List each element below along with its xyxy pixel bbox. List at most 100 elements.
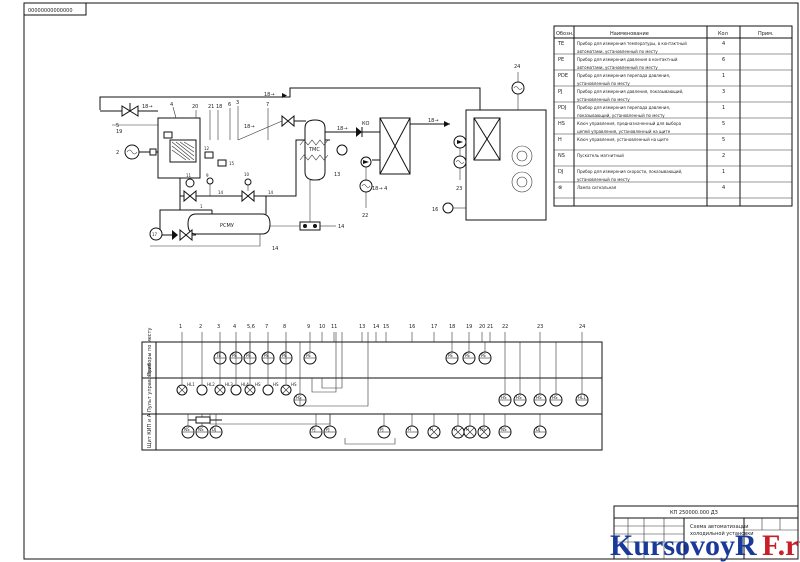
column-number: 1 xyxy=(179,324,182,330)
num-18: 18 xyxy=(216,104,222,110)
header-note: Прим. xyxy=(758,31,774,37)
console-device: HS xyxy=(498,342,512,407)
device-code: HL2 xyxy=(207,382,215,387)
instrument-code: PE xyxy=(306,353,311,358)
field-instrument: PE xyxy=(445,342,459,365)
row-qty: 3 xyxy=(722,89,725,95)
console-device: HS xyxy=(262,342,279,396)
cabinet-device: H xyxy=(451,414,465,439)
column-number: 13 xyxy=(359,324,365,330)
num-2: 2 xyxy=(116,150,119,156)
column-number: 16 xyxy=(409,324,415,330)
column-number: 17 xyxy=(431,324,437,330)
row-name: автоматами, установленный по месту xyxy=(577,49,658,54)
device-code: DJ xyxy=(212,427,216,432)
num-14b: 14 xyxy=(268,190,274,195)
row-code: PE xyxy=(558,57,564,63)
device-code: NS xyxy=(198,427,204,432)
cabinet-device: H xyxy=(405,414,419,439)
row-code: DJ xyxy=(558,169,563,175)
automation-column: 8 xyxy=(283,324,287,342)
instrument-code: TE xyxy=(215,353,221,358)
row-name: Ключ управления, установленный на щите xyxy=(577,137,669,142)
cabinet-device: PJ xyxy=(377,414,391,439)
device-code: HL1 xyxy=(187,382,195,387)
automation-column: 17 xyxy=(431,324,437,342)
num-4: 4 xyxy=(170,102,173,108)
row-qty: 5 xyxy=(722,121,725,127)
doc-code: КП 250000.000 ДЗ xyxy=(670,510,718,516)
console-device: HL1 xyxy=(176,342,195,396)
cabinet-device: H xyxy=(427,414,441,439)
row-name: Пускатель магнитный xyxy=(577,153,624,158)
instrument-code: PE xyxy=(481,353,486,358)
device-code: HS xyxy=(501,395,507,400)
label-18a: 18→ xyxy=(264,92,275,98)
num-11: 11 xyxy=(186,173,192,178)
row-qty: 1 xyxy=(722,169,725,175)
console-device: HS xyxy=(293,342,307,407)
watermark: KursovoyR F.ru xyxy=(610,529,800,562)
device-code: H xyxy=(466,427,469,432)
column-number: 22 xyxy=(502,324,508,330)
num-7: 7 xyxy=(266,102,269,108)
column-number: 23 xyxy=(537,324,543,330)
label-18e: 18→ 4 xyxy=(372,186,387,192)
cabinet-device: NS xyxy=(181,414,195,439)
row-name: Прибор для измерения давления в контактн… xyxy=(577,57,678,62)
instrument-code: PE xyxy=(465,353,470,358)
cabinet-device: DJ xyxy=(533,414,547,439)
valve-mid-1 xyxy=(183,189,197,203)
device-code: NS xyxy=(480,427,486,432)
num-1: 1 xyxy=(200,204,203,209)
automation-column: 22 xyxy=(502,324,508,342)
automation-column: 24 xyxy=(579,324,585,342)
device-code: PJ xyxy=(312,427,316,432)
row-name: установленный по месту xyxy=(577,177,630,182)
table-frame xyxy=(553,25,793,207)
instrument-code: PE xyxy=(246,353,251,358)
valve-vessel-in xyxy=(281,114,295,128)
automation-column: 1 xyxy=(179,324,183,342)
row-name: Прибор для измерения перепада давления, xyxy=(577,105,670,110)
row-code: PJ xyxy=(558,89,563,95)
device-code: NS xyxy=(184,427,190,432)
cabinet-device: NS xyxy=(498,414,512,439)
row-qty: 5 xyxy=(722,137,725,143)
device-code: PJ xyxy=(326,427,330,432)
column-number: 2 xyxy=(199,324,202,330)
num-3: 3 xyxy=(236,100,239,106)
device-code: HL3 xyxy=(225,382,233,387)
row-code: H xyxy=(558,137,562,143)
instrument-code: PE xyxy=(448,353,453,358)
automation-column: 10 xyxy=(319,324,325,342)
num-6: 6 xyxy=(228,102,231,108)
column-number: 24 xyxy=(579,324,585,330)
console-device: HS xyxy=(549,342,563,407)
automation-column: 4 xyxy=(233,324,237,342)
console-device: HS xyxy=(280,342,297,396)
pipe-top xyxy=(99,87,481,122)
device-code: HL4 xyxy=(241,382,249,387)
row-qty: 6 xyxy=(722,57,725,63)
num-14a: 14 xyxy=(218,190,224,195)
automation-column: 13 xyxy=(359,324,365,342)
column-number: 5,6 xyxy=(247,324,255,330)
device-code: NS xyxy=(501,427,507,432)
row-qty: 1 xyxy=(722,73,725,79)
column-number: 14 xyxy=(373,324,379,330)
num-10: 10 xyxy=(244,172,250,177)
console-device: HS xyxy=(533,342,547,407)
automation-column: 3 xyxy=(217,324,221,342)
label-ko: КО xyxy=(362,121,370,127)
device-code: H xyxy=(430,427,433,432)
cabinet-device: PJ xyxy=(309,414,323,439)
row-qty: 2 xyxy=(722,153,725,159)
